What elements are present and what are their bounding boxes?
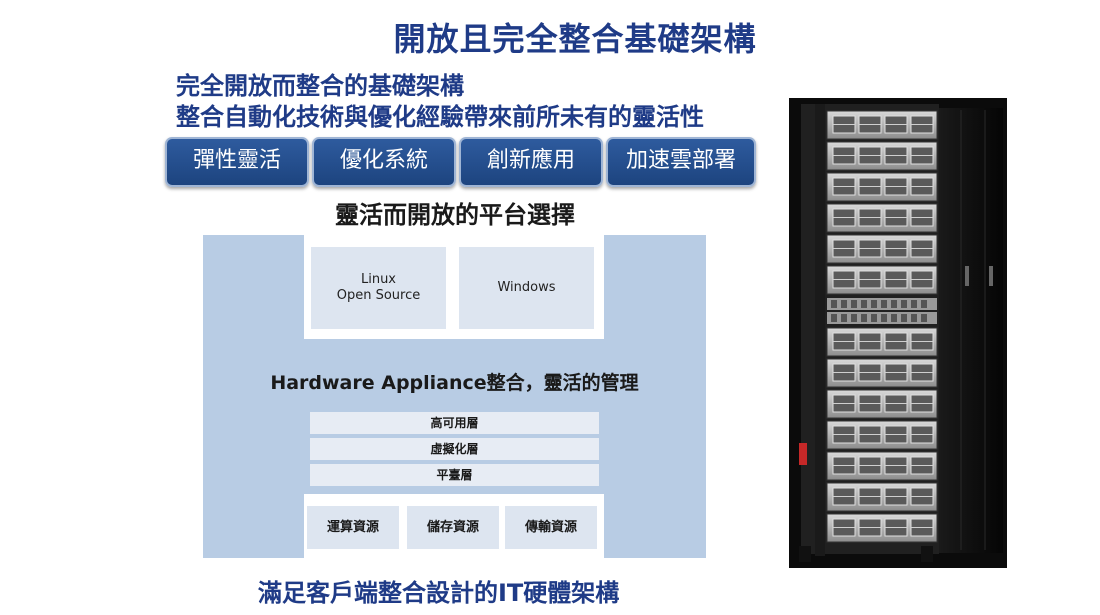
os-box-linux: Linux Open Source (311, 247, 446, 329)
resource-area: 運算資源 儲存資源 傳輸資源 (304, 494, 604, 558)
os-linux-line2: Open Source (336, 288, 421, 303)
server-rack-image (789, 98, 1007, 568)
os-box-windows: Windows (459, 247, 594, 329)
os-area: Linux Open Source Windows (304, 235, 604, 339)
hardware-appliance-label: Hardware Appliance整合，靈活的管理 (270, 372, 639, 394)
resource-compute: 運算資源 (307, 506, 399, 549)
platform-title: 靈活而開放的平台選擇 (335, 201, 575, 229)
layer-platform: 平臺層 (310, 464, 599, 486)
pill-optimized-system: 優化系統 (312, 137, 456, 187)
resource-network: 傳輸資源 (505, 506, 597, 549)
architecture-stack: Linux Open Source Windows Hardware Appli… (203, 235, 706, 558)
os-linux-line1: Linux (360, 272, 396, 287)
page-title: 開放且完全整合基礎架構 (393, 20, 757, 58)
pill-flexibility: 彈性靈活 (165, 137, 309, 187)
bottom-caption: 滿足客戶端整合設計的IT硬體架構 (258, 579, 620, 607)
subtitle-line-1: 完全開放而整合的基礎架構 (176, 72, 464, 100)
os-windows-label: Windows (497, 280, 556, 295)
layer-virtualization: 虛擬化層 (310, 438, 599, 460)
subtitle-line-2: 整合自動化技術與優化經驗帶來前所未有的靈活性 (176, 103, 704, 131)
layer-high-availability: 高可用層 (310, 412, 599, 434)
pill-innovative-apps: 創新應用 (459, 137, 603, 187)
pill-cloud-deployment: 加速雲部署 (606, 137, 756, 187)
resource-storage: 儲存資源 (407, 506, 499, 549)
